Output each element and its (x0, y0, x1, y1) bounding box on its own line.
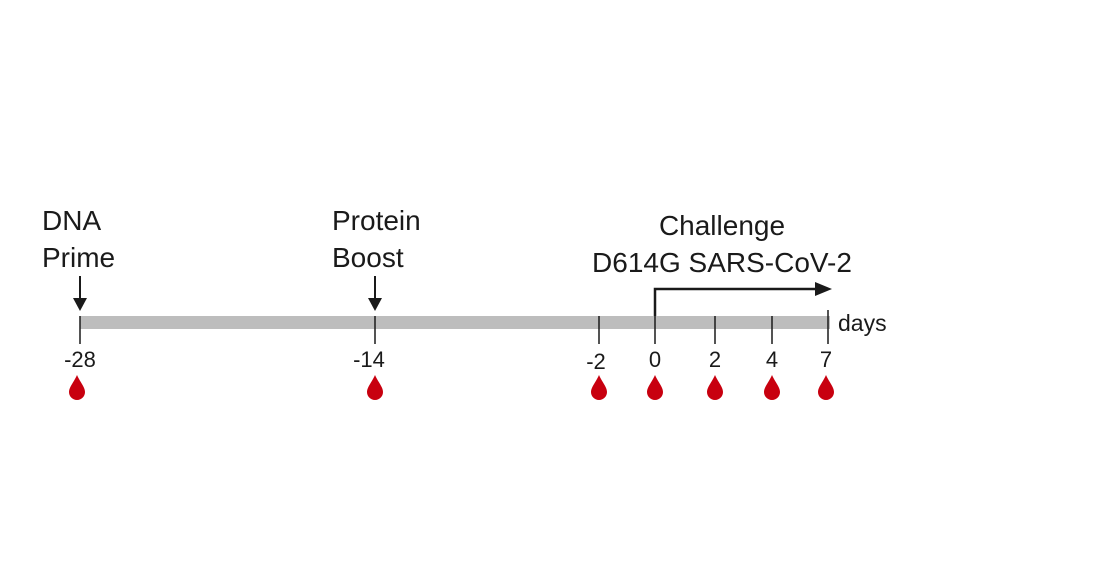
tick-marks (79, 310, 829, 344)
challenge-right-arrow-icon (653, 282, 832, 322)
blood-drop-icon (818, 375, 834, 400)
dna-prime-label-line1: DNA (42, 205, 101, 236)
blood-drop-icon (591, 375, 607, 400)
blood-drop-icon (367, 375, 383, 400)
tick-label: -14 (353, 347, 385, 372)
challenge-label-line2: D614G SARS-CoV-2 (592, 247, 852, 278)
protein-boost-down-arrow-icon (368, 276, 382, 311)
tick-label: 4 (766, 347, 778, 372)
blood-draw-markers (69, 375, 834, 400)
tick-label: -28 (64, 347, 96, 372)
blood-drop-icon (707, 375, 723, 400)
tick-label: 7 (820, 347, 832, 372)
dna-prime-down-arrow-icon (73, 276, 87, 311)
challenge-label-line1: Challenge (659, 210, 785, 241)
dna-prime-label-line2: Prime (42, 242, 115, 273)
blood-drop-icon (647, 375, 663, 400)
axis-unit-label: days (838, 310, 887, 336)
tick-label: 0 (649, 347, 661, 372)
tick-label: 2 (709, 347, 721, 372)
timeline-bar (80, 316, 830, 329)
tick-label: -2 (586, 349, 606, 374)
protein-boost-label-line1: Protein (332, 205, 421, 236)
blood-drop-icon (764, 375, 780, 400)
blood-drop-icon (69, 375, 85, 400)
protein-boost-label-line2: Boost (332, 242, 404, 273)
